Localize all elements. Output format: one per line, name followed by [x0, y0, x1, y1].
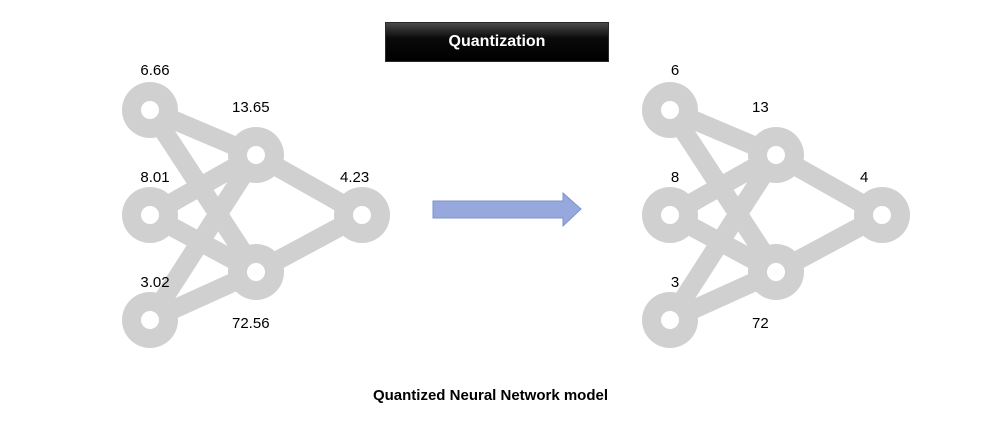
weight-label-input-top: 6.66 [140, 62, 169, 79]
weight-label-output: 4.23 [340, 169, 369, 186]
node-hole [353, 206, 371, 224]
weight-label-hidden-top: 13.65 [232, 99, 270, 116]
weight-label-input-mid: 8 [671, 169, 679, 186]
title-banner: Quantization [385, 22, 609, 62]
node-hole [873, 206, 891, 224]
node-hole [767, 263, 785, 281]
node-hole [767, 146, 785, 164]
caption: Quantized Neural Network model [372, 387, 609, 404]
weight-label-input-bottom: 3.02 [140, 274, 169, 291]
right-arrow-icon [432, 191, 582, 228]
weight-label-output: 4 [860, 169, 868, 186]
node-hole [661, 206, 679, 224]
edge-input_bottom-hidden_top [662, 149, 784, 326]
weight-label-input-top: 6 [671, 62, 679, 79]
weight-label-hidden-top: 13 [752, 99, 769, 116]
original-network: 6.66 8.01 3.02 13.65 72.56 4.23 [122, 62, 390, 348]
weight-label-input-mid: 8.01 [140, 169, 169, 186]
node-hole [247, 263, 265, 281]
title-text: Quantization [448, 33, 546, 50]
node-hole [247, 146, 265, 164]
edge-input_bottom-hidden_top [142, 149, 264, 326]
quantized-network: 6 8 3 13 72 4 [642, 62, 910, 348]
node-hole [141, 101, 159, 119]
node-hole [661, 311, 679, 329]
node-hole [141, 311, 159, 329]
node-hole [661, 101, 679, 119]
weight-label-hidden-bottom: 72 [752, 315, 769, 332]
node-hole [141, 206, 159, 224]
weight-label-input-bottom: 3 [671, 274, 679, 291]
weight-label-hidden-bottom: 72.56 [232, 315, 270, 332]
